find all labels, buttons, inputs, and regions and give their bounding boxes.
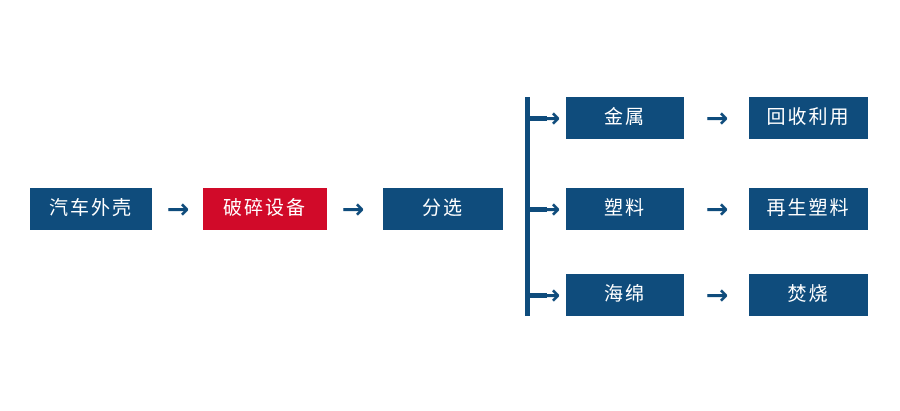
node-input[interactable]: 汽车外壳 <box>30 188 152 230</box>
arrow-right-icon-input-to-shredder: → <box>166 193 190 225</box>
arrow-right-icon-trunk-to-plastic: → <box>537 193 561 225</box>
node-material-plastic[interactable]: 塑料 <box>566 188 684 230</box>
node-destination-incineration[interactable]: 焚烧 <box>749 274 868 316</box>
node-material-metal[interactable]: 金属 <box>566 97 684 139</box>
node-material-sponge[interactable]: 海绵 <box>566 274 684 316</box>
arrow-right-icon-shredder-to-sorting: → <box>341 193 365 225</box>
branch-stem-metal <box>530 116 547 121</box>
node-destination-recycle[interactable]: 回收利用 <box>749 97 868 139</box>
node-destination-regenerated-plastic[interactable]: 再生塑料 <box>749 188 868 230</box>
arrow-right-icon-sponge-to-destination: → <box>705 279 729 311</box>
node-shredder[interactable]: 破碎设备 <box>203 188 327 230</box>
branch-stem-sponge <box>530 293 547 298</box>
node-sorting[interactable]: 分选 <box>383 188 503 230</box>
distribution-trunk-line <box>525 97 530 316</box>
branch-stem-plastic <box>530 207 547 212</box>
arrow-right-icon-trunk-to-sponge: → <box>537 279 561 311</box>
arrow-right-icon-trunk-to-metal: → <box>537 102 561 134</box>
arrow-right-icon-metal-to-destination: → <box>705 102 729 134</box>
arrow-right-icon-plastic-to-destination: → <box>705 193 729 225</box>
